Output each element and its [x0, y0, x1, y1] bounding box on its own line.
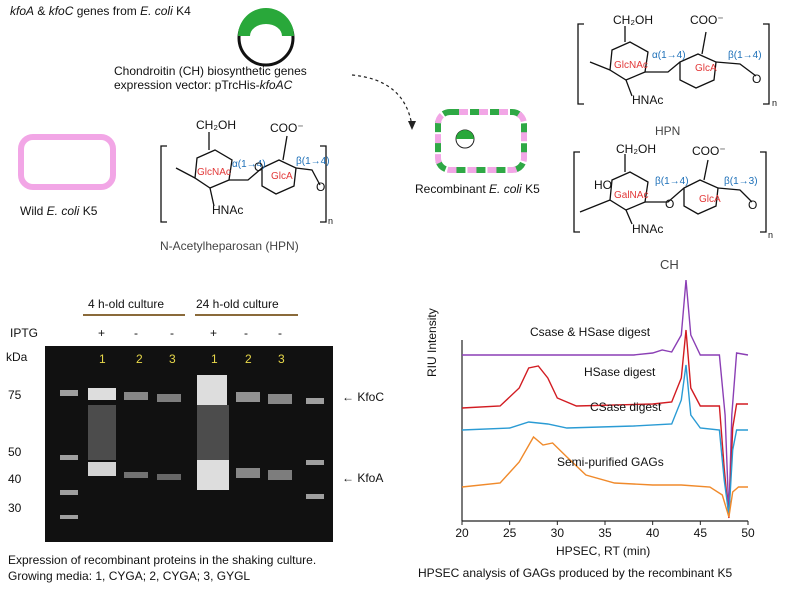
iptg-lane3: -: [170, 326, 174, 340]
ch-galnac: GalNAc: [614, 190, 649, 201]
iptg-lane4: +: [210, 326, 218, 340]
hpn-r-o-end: O: [752, 72, 762, 86]
hpn-glca: GlcA: [271, 171, 293, 182]
hpn-alpha-link: α(1→4): [232, 159, 266, 170]
hpn-r-glcnac: GlcNAc: [614, 60, 648, 71]
ch-beta14-link: β(1→4): [655, 176, 689, 187]
chart-series-line: [461, 364, 748, 516]
vector-line1: Chondroitin (CH) biosynthetic genes: [114, 64, 307, 78]
hpn-r-alpha-link: α(1→4): [652, 50, 686, 61]
iptg-lane6: -: [278, 326, 282, 340]
hpn-r-coo: COO⁻: [690, 13, 724, 27]
iptg-label: IPTG: [10, 326, 39, 340]
kfoa-label: ← KfoA: [342, 471, 384, 485]
ch-coo: COO⁻: [692, 144, 726, 158]
gel-group1: 4 h-old culture: [88, 297, 165, 311]
ch-beta13-link: β(1→3): [724, 176, 758, 187]
gel-caption-line1: Expression of recombinant proteins in th…: [8, 553, 317, 567]
x-tick-label: 30: [551, 526, 565, 540]
x-tick-label: 40: [646, 526, 660, 540]
chart-ylabel: RIU Intensity: [425, 308, 439, 377]
chart-series-label: HSase digest: [584, 365, 656, 379]
marker-50: 50: [8, 445, 22, 459]
hpn-o-end: O: [316, 180, 326, 194]
ch-hnac: HNAc: [632, 222, 664, 236]
hpn-right-structure: [577, 23, 770, 105]
lane-label-1: 1: [99, 352, 106, 366]
hpn-caption: N-Acetylheparosan (HPN): [160, 239, 299, 253]
ch-glca: GlcA: [699, 194, 721, 205]
kfoc-label: ← KfoC: [342, 390, 385, 404]
hpn-coo: COO⁻: [270, 121, 304, 135]
x-tick-label: 20: [455, 526, 469, 540]
wild-cell-icon: [18, 134, 116, 190]
ch-ho: HO: [594, 178, 612, 192]
recombinant-cell-icon: [435, 109, 527, 173]
ch-n: n: [768, 230, 774, 240]
lane-label-6: 3: [278, 352, 285, 366]
hpn-o-ring: O: [254, 160, 264, 174]
transfer-arrow: [351, 74, 416, 130]
chart-xlabel: HPSEC, RT (min): [556, 544, 651, 558]
genes-caption: kfoA & kfoC genes from E. coli K4: [10, 4, 191, 18]
hpn-hnac: HNAc: [212, 203, 244, 217]
lane-label-5: 2: [245, 352, 252, 366]
hpn-r-hnac: HNAc: [632, 93, 664, 107]
gel-caption-line2: Growing media: 1, CYGA; 2, CYGA; 3, GYGL: [8, 569, 251, 583]
lane-label-4: 1: [211, 352, 218, 366]
chart-series-line: [462, 279, 749, 516]
iptg-lane1: +: [98, 326, 106, 340]
hpn-beta-link: β(1→4): [296, 156, 330, 167]
x-tick-label: 50: [741, 526, 755, 540]
chart-series-line: [461, 329, 748, 519]
iptg-lane5: -: [244, 326, 248, 340]
ch-o-link: O: [665, 197, 675, 211]
x-tick-label: 25: [503, 526, 517, 540]
chart-series-label: Csase & HSase digest: [530, 325, 651, 339]
hpn-r-ch2oh: CH₂OH: [613, 13, 653, 27]
gel-group2: 24 h-old culture: [196, 297, 279, 311]
marker-40: 40: [8, 472, 22, 486]
vector-line2: expression vector: pTrcHis-kfoAC: [114, 78, 293, 92]
gel-image: [45, 346, 333, 542]
chart-series-line: [461, 435, 748, 518]
ch-ch2oh: CH₂OH: [616, 142, 656, 156]
hpn-r-glca: GlcA: [695, 63, 717, 74]
x-tick-label: 45: [694, 526, 708, 540]
hpn-r-n: n: [772, 98, 778, 108]
hpn-structure: [160, 132, 327, 223]
chart-series-label: Semi-purified GAGs: [557, 455, 664, 469]
recombinant-caption: Recombinant E. coli K5: [415, 182, 540, 196]
chart-series-label: CSase digest: [590, 400, 662, 414]
marker-30: 30: [8, 501, 22, 515]
chart-caption: HPSEC analysis of GAGs produced by the r…: [418, 566, 733, 580]
hpn-glcnac: GlcNAc: [197, 167, 231, 178]
chromatogram: 20 25 30 35 40 45 50 Csase & HSase digestHSase …: [455, 279, 755, 540]
hpn-r-label: HPN: [655, 124, 681, 138]
wild-caption: Wild E. coli K5: [20, 204, 98, 218]
kda-label: kDa: [6, 350, 28, 364]
hpn-r-beta-link: β(1→4): [728, 50, 762, 61]
ch-structure: [573, 151, 767, 233]
hpn-ch2oh: CH₂OH: [196, 118, 236, 132]
lane-label-3: 3: [169, 352, 176, 366]
lane-label-2: 2: [136, 352, 143, 366]
marker-75: 75: [8, 388, 22, 402]
x-tick-label: 35: [598, 526, 612, 540]
hpn-n: n: [328, 216, 334, 226]
iptg-lane2: -: [134, 326, 138, 340]
plasmid-icon: [237, 8, 295, 67]
ch-o-end: O: [748, 198, 758, 212]
ch-label: CH: [660, 257, 679, 272]
